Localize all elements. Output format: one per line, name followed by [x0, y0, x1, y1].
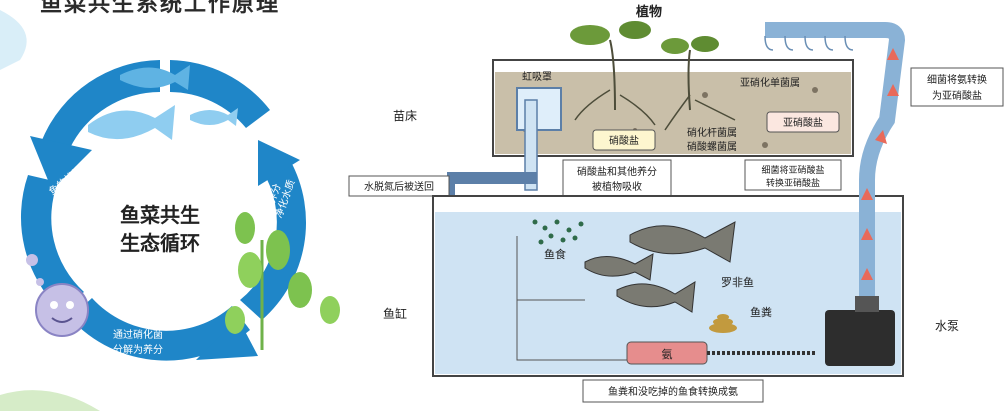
ammonia-box: 氨 [662, 348, 673, 361]
label-tilapia: 罗非鱼 [721, 275, 754, 289]
label-plants: 植物 [635, 4, 662, 20]
callout-ammonia-line1: 细菌将氨转换 [927, 73, 987, 86]
cycle-title-line2: 生态循环 [120, 231, 200, 255]
callout-nitrite-line1: 细菌将亚硝酸盐 [761, 164, 824, 176]
label-nitrobacter: 硝化杆菌属 [687, 126, 737, 139]
label-fish-tank: 鱼缸 [383, 306, 407, 321]
page-title: 鱼菜共生系统工作原理 [40, 0, 281, 17]
cycle-title-line1: 鱼菜共生 [120, 203, 200, 227]
callout-nitrate-line1: 硝酸盐和其他养分 [577, 165, 657, 178]
decor-curve-bottom [0, 390, 100, 411]
plant-icon [570, 21, 736, 131]
label-nitrosomonas: 亚硝化单菌属 [740, 76, 800, 89]
pump-icon [825, 296, 895, 366]
callout-ammonia-line2: 为亚硝酸盐 [932, 89, 982, 102]
nitrate-box: 硝酸盐 [609, 134, 639, 147]
label-siphon: 虹吸罩 [522, 71, 552, 83]
bacteria-icon [26, 254, 89, 337]
callout-water-return: 水脱氮后被送回 [364, 180, 434, 193]
label-nitrospira: 硝酸螺菌属 [687, 140, 737, 153]
label-bacteria-line2: 分解为养分 [113, 343, 163, 356]
decor-curve [0, 10, 27, 70]
label-grow-bed: 苗床 [393, 109, 417, 123]
return-pipe [764, 22, 906, 296]
fish-feces-icon [709, 314, 737, 333]
plant-icon [225, 212, 340, 350]
nitrite-box: 亚硝酸盐 [783, 116, 823, 129]
fish-icon [88, 65, 238, 140]
cycle-diagram: 鱼菜共生 生态循环 鱼的排泄物 吸收养分 净化水质 通过硝化菌 分解为养分 [0, 0, 345, 411]
callout-nitrate-line2: 被植物吸收 [592, 180, 642, 193]
callout-nitrite-line2: 转换亚硝酸盐 [766, 177, 820, 189]
fish-icon [584, 221, 736, 313]
bottom-caption: 鱼粪和没吃掉的鱼食转换成氨 [608, 385, 738, 398]
label-bacteria-line1: 通过硝化菌 [113, 328, 163, 341]
label-fish-food: 鱼食 [544, 247, 566, 261]
label-pump: 水泵 [935, 319, 959, 333]
system-diagram: 植物 虹吸罩 苗床 亚硝化单菌属 亚硝酸盐 硝酸盐 硝化杆菌属 硝酸螺菌属 硝酸… [345, 0, 1008, 411]
fish-food-icon [532, 219, 584, 245]
label-fish-feces: 鱼粪 [750, 305, 772, 319]
